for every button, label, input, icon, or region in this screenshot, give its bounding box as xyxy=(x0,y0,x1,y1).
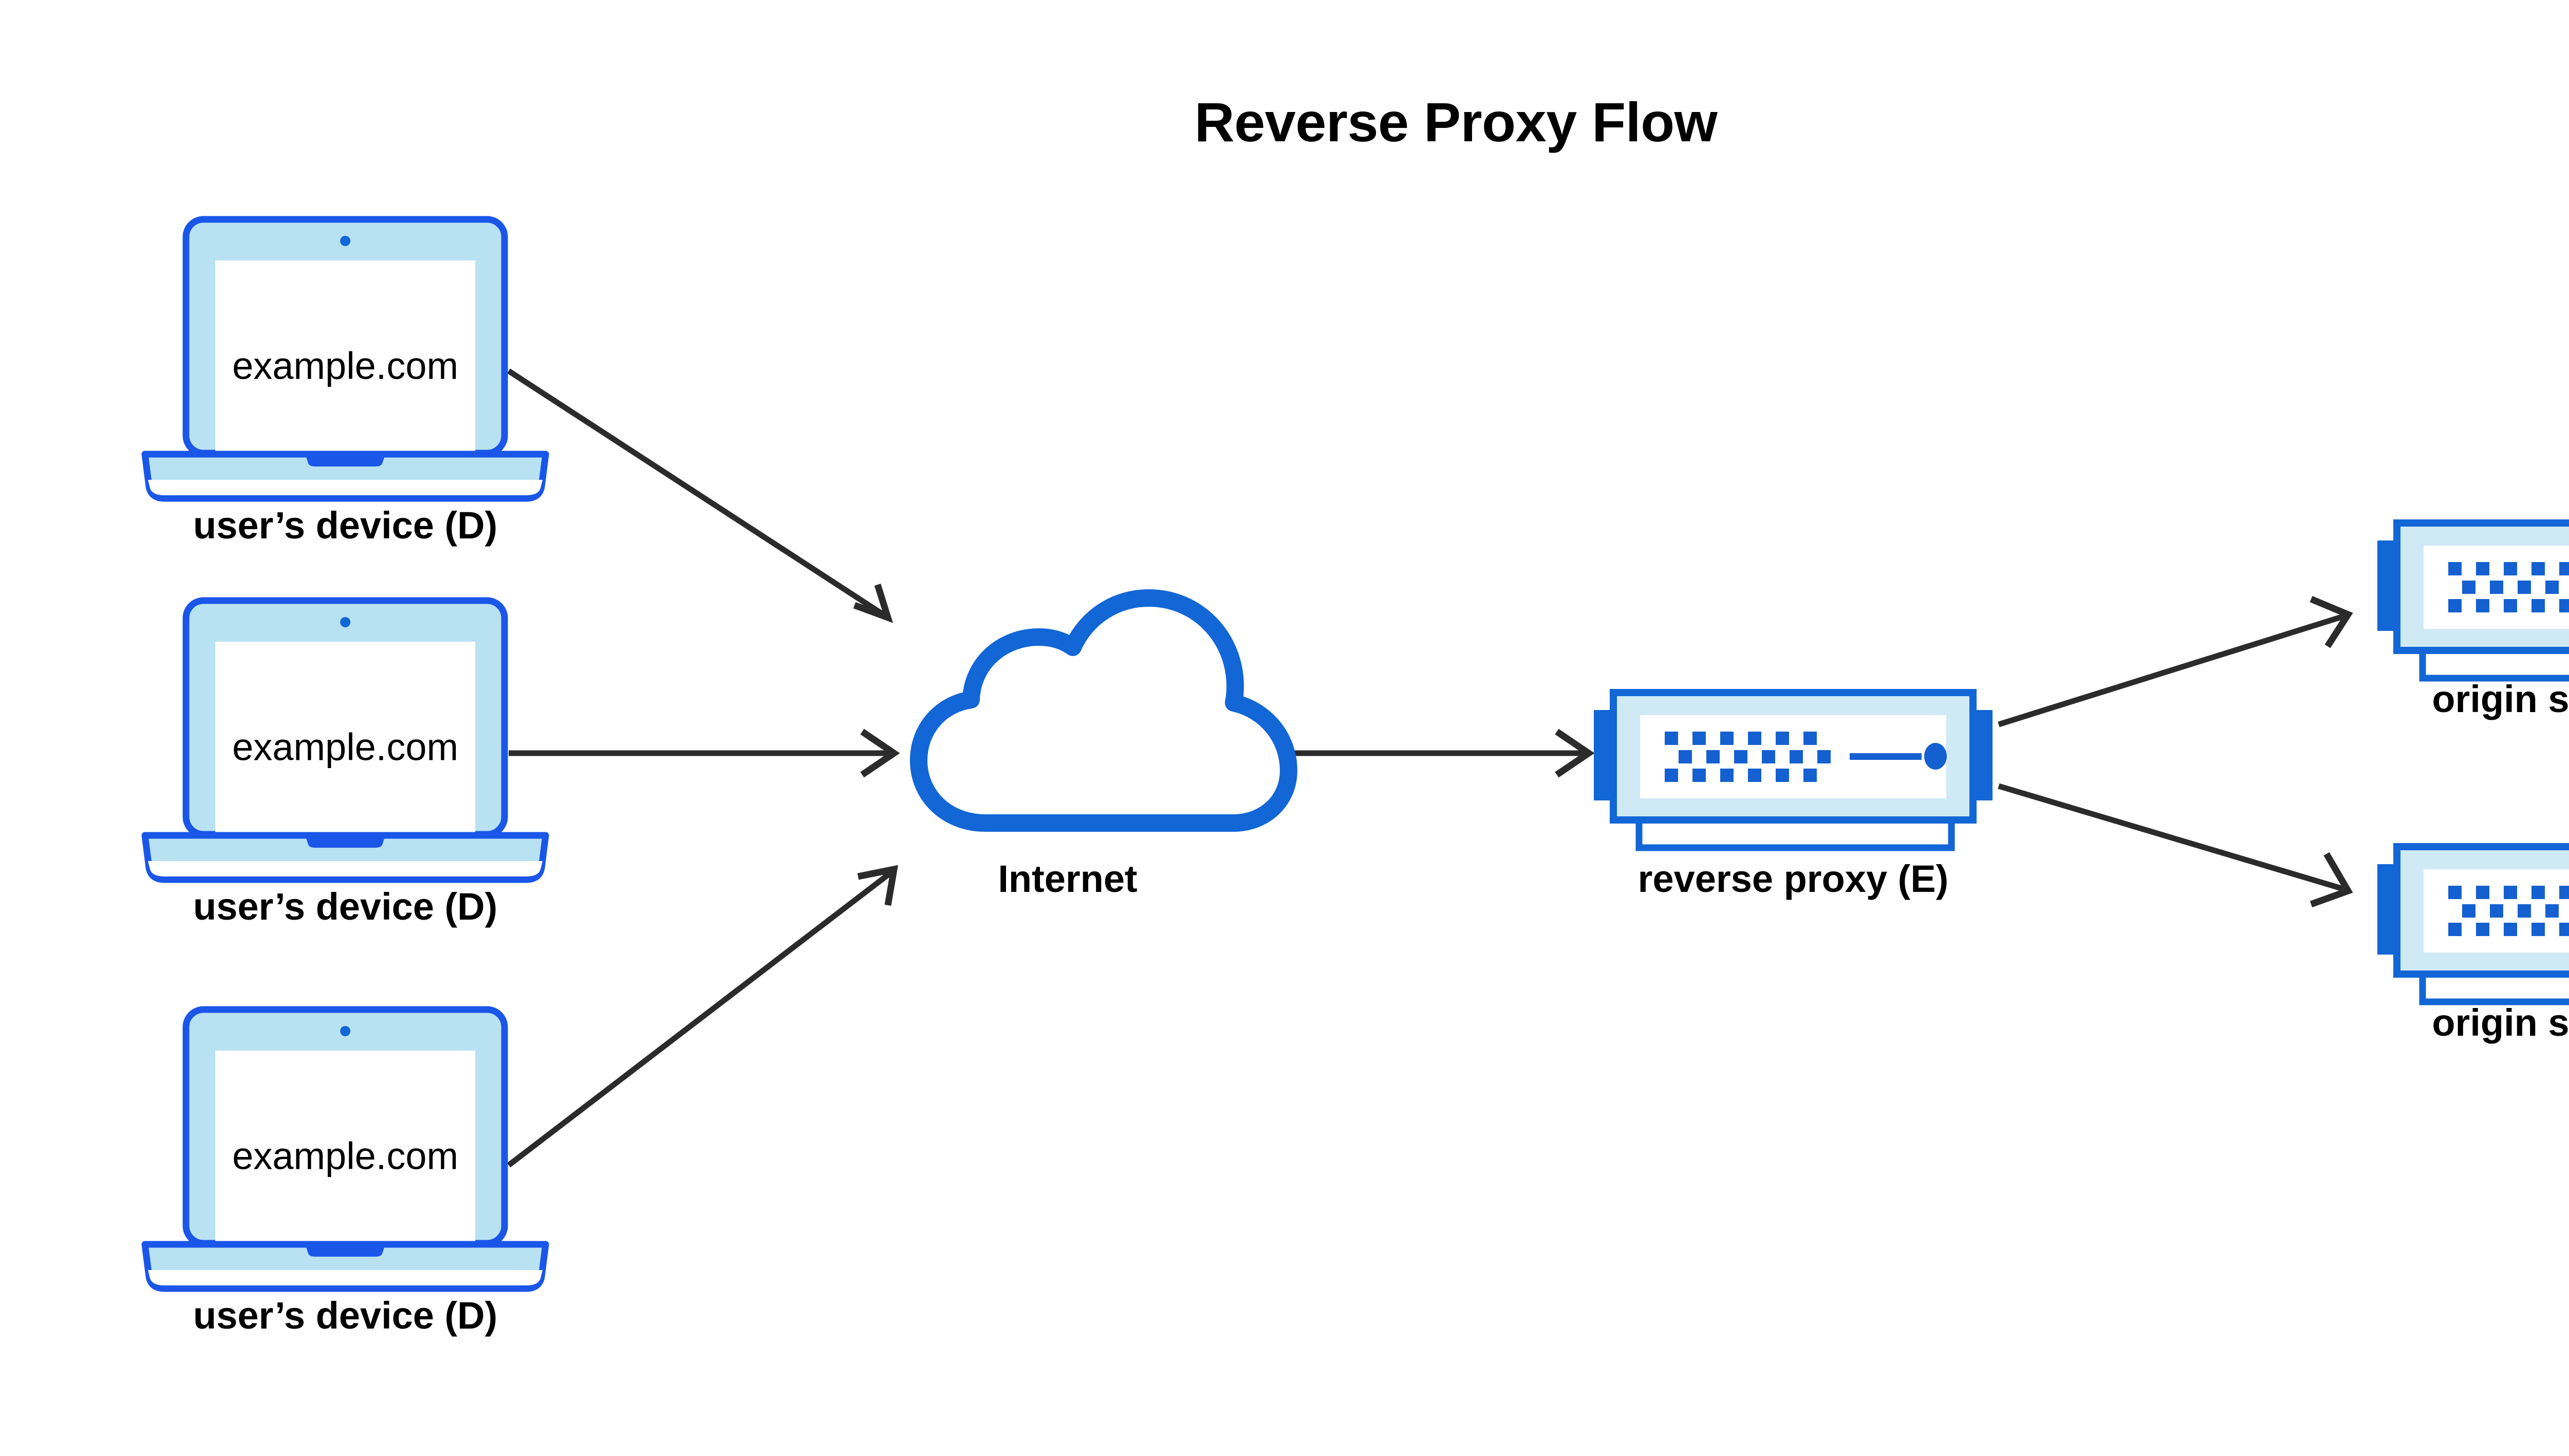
client-screen-text-1: example.com xyxy=(232,344,459,387)
client-label-3: user’s device (D) xyxy=(193,1294,498,1337)
client-screen-text-3: example.com xyxy=(232,1134,459,1178)
edge-proxy-origin1 xyxy=(1998,596,2353,727)
edge-internet-proxy xyxy=(1243,729,1595,778)
client-label-1: user’s device (D) xyxy=(193,504,498,547)
internet-label: Internet xyxy=(998,857,1138,900)
origin-server-label-1: origin server (F) xyxy=(2432,678,2569,720)
client-screen-text-2: example.com xyxy=(232,725,459,769)
reverse-proxy-label: reverse proxy (E) xyxy=(1637,857,1949,900)
page-title: Reverse Proxy Flow xyxy=(1194,91,1718,153)
edge-client1-internet xyxy=(507,368,893,623)
client-label-2: user’s device (D) xyxy=(193,885,498,928)
node-origin-server-2[interactable] xyxy=(2377,847,2569,1002)
node-reverse-proxy[interactable] xyxy=(1594,693,1993,848)
edge-client3-internet xyxy=(507,865,899,1168)
node-origin-server-1[interactable] xyxy=(2377,523,2569,678)
edge-client2-internet xyxy=(509,729,900,778)
origin-server-label-2: origin server (F) xyxy=(2432,1001,2569,1044)
edge-proxy-origin2 xyxy=(1998,783,2353,908)
node-internet-cloud[interactable] xyxy=(919,598,1289,823)
